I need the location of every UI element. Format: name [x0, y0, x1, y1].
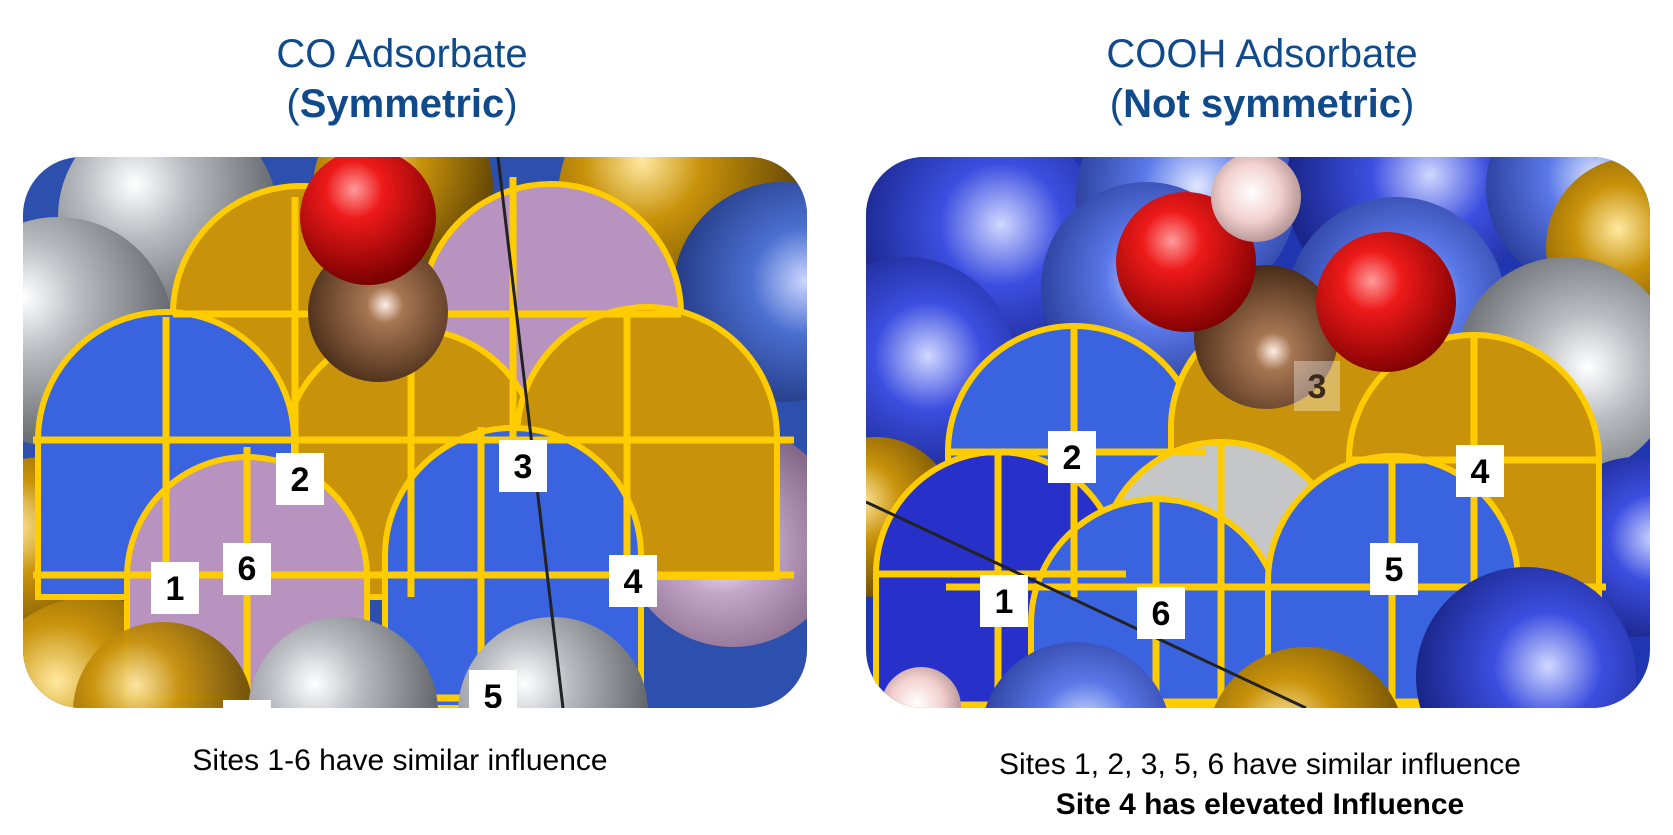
site-label-box — [499, 440, 547, 492]
co-adsorbate-panel: 1 2 3 4 5 — [23, 157, 807, 708]
right-title-line2: (Not symmetric) — [1109, 82, 1415, 126]
left-title-emphasis: Symmetric — [299, 82, 505, 126]
site-label-box — [276, 453, 324, 505]
oxygen-atom — [300, 157, 436, 285]
site-label-6: 6 — [1152, 595, 1171, 633]
site-label-3: 3 — [1308, 368, 1327, 406]
surface-atom — [248, 617, 438, 708]
left-title-line2: (Symmetric) — [286, 82, 518, 126]
site-label-2: 2 — [1063, 439, 1082, 477]
right-title-emphasis: Not symmetric — [1123, 82, 1401, 126]
left-caption-text: Sites 1-6 have similar influence — [192, 744, 608, 777]
site-label-1: 1 — [166, 570, 185, 608]
oxygen-atom — [1316, 232, 1456, 372]
site-label-4: 4 — [624, 563, 643, 601]
right-caption-line1: Sites 1, 2, 3, 5, 6 have similar influen… — [999, 748, 1521, 781]
site-label-5: 5 — [484, 678, 503, 708]
surface-atom — [73, 622, 253, 708]
site-label-box — [223, 700, 271, 708]
site-label-box — [980, 575, 1028, 627]
site-label-4: 4 — [1471, 453, 1490, 491]
site-label-5: 5 — [1385, 551, 1404, 589]
boundary-line — [866, 500, 1307, 708]
site-label-box — [1294, 361, 1340, 411]
surface-atom — [1416, 567, 1636, 708]
surface-atom — [1213, 647, 1399, 708]
surface-atom — [985, 642, 1167, 708]
site-label-box — [1456, 445, 1504, 497]
right-title: COOH Adsorbate (Not symmetric) — [1062, 29, 1462, 129]
left-caption: Sites 1-6 have similar influence — [150, 741, 650, 781]
right-title-line1: COOH Adsorbate — [1106, 32, 1418, 76]
site-label-box — [469, 670, 517, 708]
left-title-line1: CO Adsorbate — [276, 32, 528, 76]
site-label-1: 1 — [995, 583, 1014, 621]
site-label-2: 2 — [291, 461, 310, 499]
boundary-line — [496, 157, 565, 708]
cooh-adsorbate-panel: 1 2 3 4 5 6 — [866, 157, 1650, 708]
site-label-3: 3 — [514, 448, 533, 486]
site-label-box — [151, 562, 199, 614]
hydrogen-atom — [881, 667, 961, 708]
oxygen-atom — [1116, 192, 1256, 332]
left-site-label-6: 6 — [223, 543, 271, 595]
site-label-box — [1048, 431, 1096, 483]
site-label-box — [609, 555, 657, 607]
left-title: CO Adsorbate (Symmetric) — [202, 29, 602, 129]
site-label-box — [1137, 587, 1185, 639]
right-caption-line2: Site 4 has elevated Influence — [1055, 788, 1465, 821]
right-caption: Sites 1, 2, 3, 5, 6 have similar influen… — [950, 745, 1570, 825]
hydrogen-atom — [1211, 157, 1301, 242]
site-label-box — [1370, 543, 1418, 595]
